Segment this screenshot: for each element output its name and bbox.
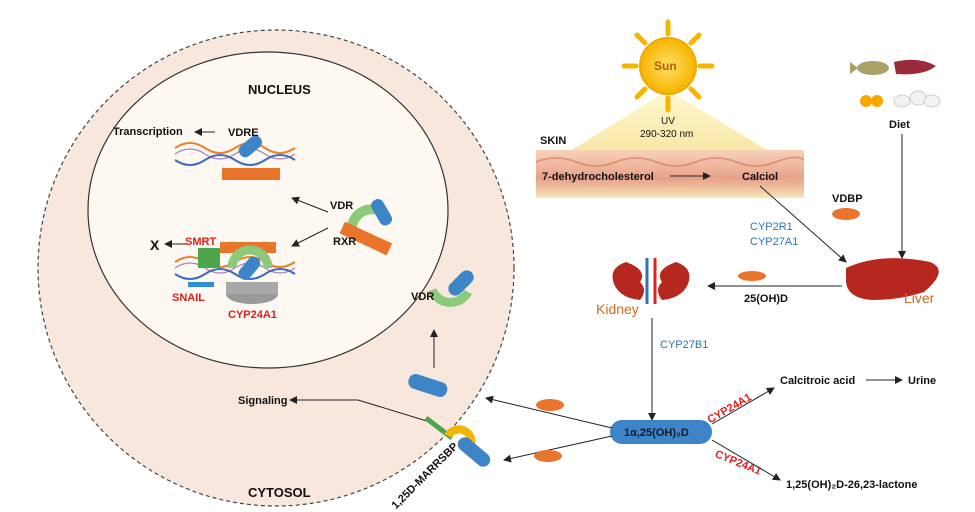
vdbp-cytosol-top xyxy=(536,399,564,411)
transcription-label: Transcription xyxy=(113,126,183,138)
snail-label: SNAIL xyxy=(172,292,205,304)
vdbp-cytosol-bottom xyxy=(534,450,562,462)
rxr-block-free xyxy=(339,221,393,256)
nucleus-title: NUCLEUS xyxy=(248,82,311,97)
vdre-rxr-block xyxy=(222,168,280,180)
rxr-label: RXR xyxy=(333,236,356,248)
vdbp-label: VDBP xyxy=(832,193,863,205)
vdbp-transport xyxy=(738,271,766,281)
vdr-cytosol xyxy=(448,270,474,296)
calcitriol-cytosol xyxy=(408,373,448,397)
calcitroic-label: Calcitroic acid xyxy=(780,375,855,387)
precursor-label: 7-dehydrocholesterol xyxy=(542,171,654,183)
diet-food-icon xyxy=(850,59,941,108)
calcitriol-marrsbp xyxy=(457,437,491,467)
cyp2r1-label: CYP2R1 xyxy=(750,221,793,233)
uv-wavelength: 290-320 nm xyxy=(640,129,693,140)
urine-label: Urine xyxy=(908,375,936,387)
dna-helix-top xyxy=(174,142,296,166)
liver-icon xyxy=(846,258,939,300)
cytosol-title: CYTOSOL xyxy=(248,485,311,500)
cyp24a1-top-label: CYP24A1 xyxy=(705,391,753,426)
calcitriol-pill xyxy=(610,420,712,444)
kidney-icon xyxy=(612,258,690,304)
rxr-arc-cytosol xyxy=(427,287,472,307)
skin-title: SKIN xyxy=(540,135,566,147)
nucleus xyxy=(87,51,449,369)
diet-label: Diet xyxy=(889,119,910,131)
signaling-label: Signaling xyxy=(238,395,288,407)
rxr-arc-bottom xyxy=(227,245,273,269)
liver-label: Liver xyxy=(904,290,935,306)
cyp27b1-label: CYP27B1 xyxy=(660,339,708,351)
vdr-bound-bottom xyxy=(238,256,261,281)
calcitriol-label: 1α,25(OH)₂D xyxy=(624,427,689,439)
calcidiol-label: 25(OH)D xyxy=(744,293,788,305)
lactone-label: 1,25(OH)₂D-26,23-lactone xyxy=(786,479,917,491)
sun-label: Sun xyxy=(654,59,677,73)
smrt-block xyxy=(198,248,220,268)
cyp24a1-bottom-label: CYP24A1 xyxy=(713,448,763,477)
calciol-label: Calciol xyxy=(742,171,778,183)
cyp24a1-gene-body xyxy=(226,282,278,294)
vdr-free-nucleus xyxy=(371,199,393,226)
smrt-label: SMRT xyxy=(185,236,216,248)
x-mark: X xyxy=(150,237,160,253)
sun-icon xyxy=(621,19,715,113)
uv-label: UV xyxy=(661,116,675,127)
skin-layer xyxy=(535,150,805,198)
vdre-label: VDRE xyxy=(228,127,259,139)
cyp24a1-nucleus-label: CYP24A1 xyxy=(228,309,277,321)
vdbp-protein xyxy=(832,208,860,220)
snail-block xyxy=(188,282,214,287)
vdr-nucleus-label: VDR xyxy=(330,200,353,212)
vdr-bound-top xyxy=(238,135,263,158)
cyp27a1-label: CYP27A1 xyxy=(750,236,798,248)
vdr-cytosol-label: VDR xyxy=(411,291,434,303)
kidney-label: Kidney xyxy=(596,301,639,317)
